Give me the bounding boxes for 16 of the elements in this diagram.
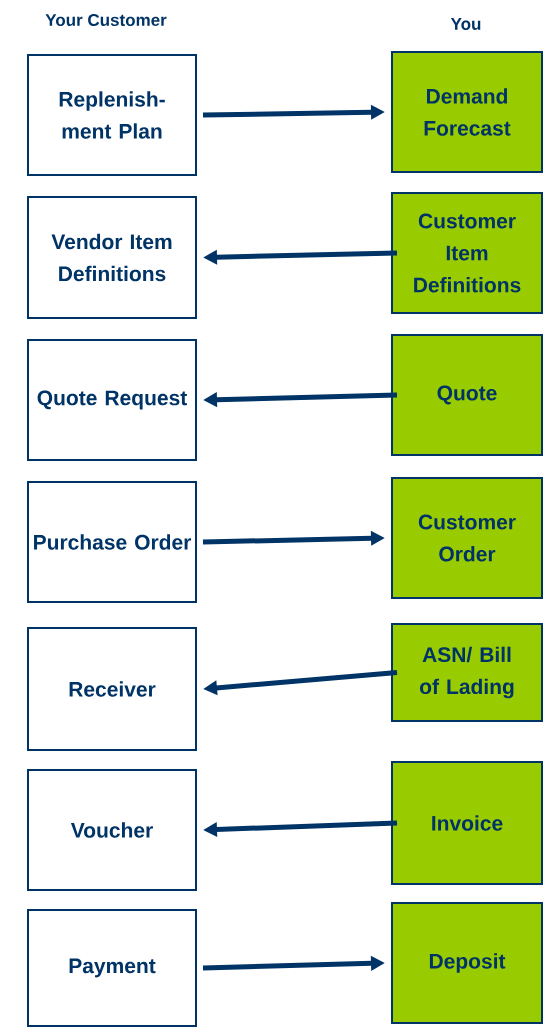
process-box: Invoice xyxy=(391,761,543,885)
column-heading: Your Customer xyxy=(45,14,167,27)
text-box: Voucher xyxy=(27,769,197,891)
text-box: Replenish-ment Plan xyxy=(27,54,197,176)
process-box: Customer Item Definitions xyxy=(391,192,543,314)
text-box: Receiver xyxy=(27,627,197,751)
process-box: Demand Forecast xyxy=(391,51,543,173)
text-box: Purchase Order xyxy=(27,481,197,603)
text-box: Payment xyxy=(27,909,197,1027)
process-box: Quote xyxy=(391,334,543,456)
process-box: ASN/ Bill of Lading xyxy=(391,623,543,722)
column-heading: You xyxy=(450,18,481,30)
process-box: Deposit xyxy=(391,902,543,1024)
process-box: Customer Order xyxy=(391,477,543,599)
text-box: Quote Request xyxy=(27,339,197,461)
text-box: Vendor Item Definitions xyxy=(27,196,197,319)
